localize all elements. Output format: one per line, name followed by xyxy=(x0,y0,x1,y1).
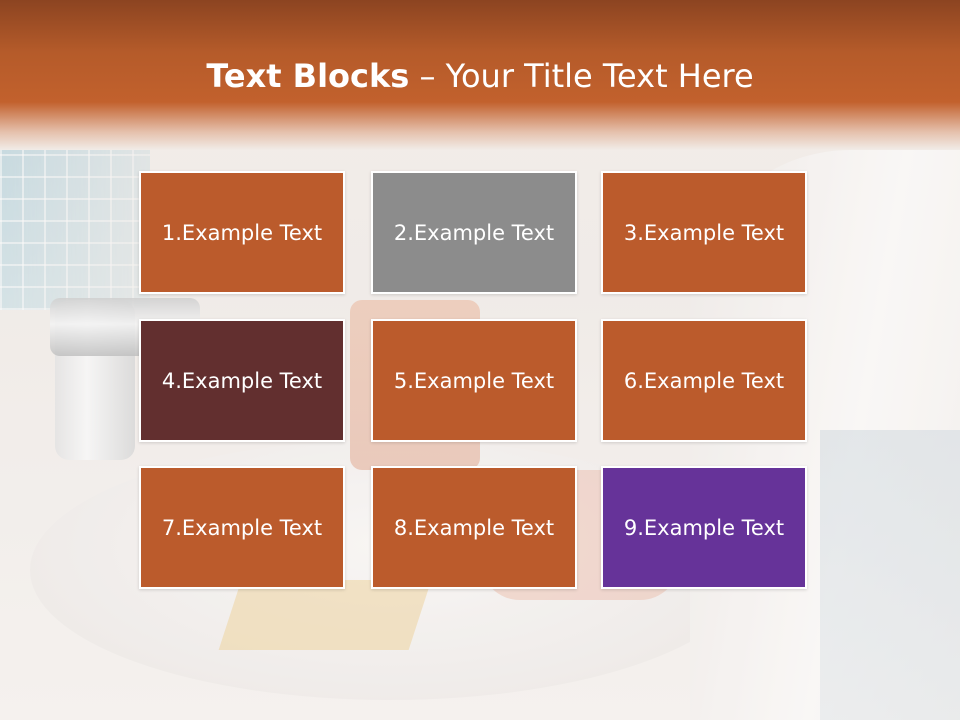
text-block-label: 9.Example Text xyxy=(623,515,785,540)
title-bold: Text Blocks xyxy=(206,57,410,95)
text-block-label: 6.Example Text xyxy=(623,368,785,393)
header-band xyxy=(0,0,960,150)
text-block-5[interactable]: 5.Example Text xyxy=(371,319,577,442)
text-block-label: 3.Example Text xyxy=(623,220,785,245)
arm-shadow xyxy=(820,430,960,720)
text-block-label: 2.Example Text xyxy=(393,220,555,245)
title-dash: – xyxy=(409,57,446,95)
text-block-1[interactable]: 1.Example Text xyxy=(139,171,345,294)
text-block-7[interactable]: 7.Example Text xyxy=(139,466,345,589)
text-block-label: 4.Example Text xyxy=(161,368,323,393)
text-block-label: 5.Example Text xyxy=(393,368,555,393)
slide-title: Text Blocks – Your Title Text Here xyxy=(0,52,960,100)
text-block-9[interactable]: 9.Example Text xyxy=(601,466,807,589)
text-block-3[interactable]: 3.Example Text xyxy=(601,171,807,294)
text-block-8[interactable]: 8.Example Text xyxy=(371,466,577,589)
text-block-label: 7.Example Text xyxy=(161,515,323,540)
text-block-6[interactable]: 6.Example Text xyxy=(601,319,807,442)
text-block-4[interactable]: 4.Example Text xyxy=(139,319,345,442)
text-block-label: 8.Example Text xyxy=(393,515,555,540)
text-block-2[interactable]: 2.Example Text xyxy=(371,171,577,294)
wall-tiles xyxy=(0,150,150,310)
text-block-label: 1.Example Text xyxy=(161,220,323,245)
title-rest: Your Title Text Here xyxy=(445,57,754,95)
